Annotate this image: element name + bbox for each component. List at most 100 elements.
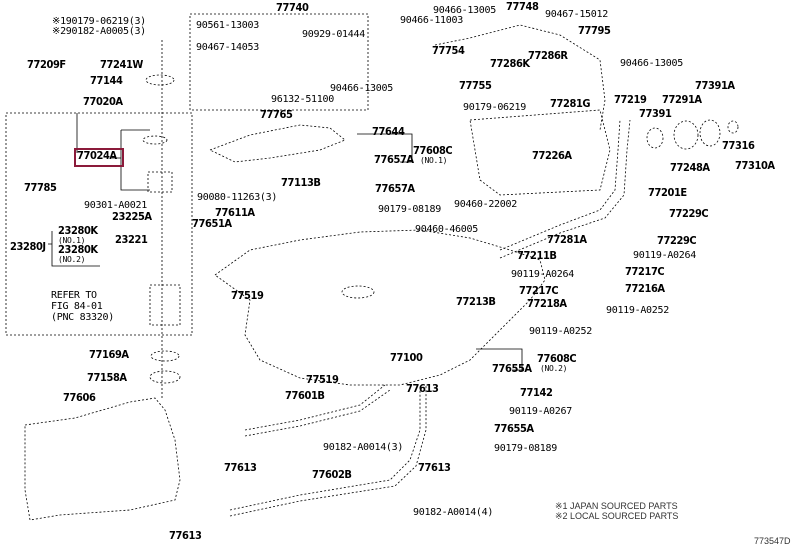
- part-label[interactable]: 77229C: [657, 234, 697, 247]
- part-label[interactable]: 77281A: [547, 233, 587, 246]
- part-label[interactable]: 77613: [169, 529, 202, 542]
- sourcing-note: ※2 LOCAL SOURCED PARTS: [555, 511, 679, 521]
- part-label[interactable]: 77608C: [537, 352, 577, 365]
- part-label[interactable]: 77613: [406, 382, 439, 395]
- protector-shape: [24, 397, 181, 521]
- part-label[interactable]: 90466-13005: [620, 58, 683, 69]
- part-label[interactable]: 77218A: [527, 297, 567, 310]
- part-label[interactable]: 90119-A0264: [511, 269, 574, 280]
- part-label[interactable]: 90179-08189: [494, 443, 557, 454]
- part-label[interactable]: 77286R: [528, 49, 568, 62]
- part-label[interactable]: 77391: [639, 107, 672, 120]
- part-label[interactable]: 96132-51100: [271, 94, 334, 105]
- part-label[interactable]: 77169A: [89, 348, 129, 361]
- refer-note[interactable]: FIG 84-01: [51, 301, 103, 312]
- part-label[interactable]: 90179-06219: [463, 102, 526, 113]
- part-label[interactable]: 77754: [432, 44, 465, 57]
- part-label[interactable]: 77201E: [648, 186, 687, 199]
- part-label[interactable]: 77601B: [285, 389, 325, 402]
- part-label[interactable]: 77613: [224, 461, 257, 474]
- part-label[interactable]: ※290182-A0005(3): [52, 26, 146, 37]
- part-label[interactable]: 23280J: [10, 240, 46, 253]
- part-label[interactable]: 90179-08189: [378, 204, 441, 215]
- part-label[interactable]: 90466-13005: [433, 5, 496, 16]
- part-label[interactable]: 77229C: [669, 207, 709, 220]
- part-label[interactable]: 77020A: [83, 95, 123, 108]
- part-label[interactable]: 77740: [276, 1, 309, 14]
- part-label[interactable]: 77651A: [192, 217, 232, 230]
- part-label[interactable]: 90460-46005: [415, 224, 478, 235]
- part-label[interactable]: 77613: [418, 461, 451, 474]
- part-label[interactable]: 77519: [231, 289, 264, 302]
- part-label[interactable]: 77608C: [413, 144, 453, 157]
- part-label[interactable]: 90466-11003: [400, 15, 463, 26]
- part-note: (NO.2): [540, 364, 568, 373]
- part-note: (NO.2): [58, 255, 86, 264]
- part-label[interactable]: 77391A: [695, 79, 735, 92]
- part-label[interactable]: 77281G: [550, 97, 591, 110]
- part-label[interactable]: 90460-22002: [454, 199, 517, 210]
- canister-frame: [189, 13, 369, 111]
- part-label[interactable]: 77211B: [517, 249, 557, 262]
- part-label-highlighted[interactable]: 77024A: [77, 149, 117, 162]
- part-label[interactable]: 77158A: [87, 371, 127, 384]
- part-label[interactable]: 23225A: [112, 210, 152, 223]
- figure-code: 773547D: [754, 536, 791, 546]
- part-label[interactable]: 77216A: [625, 282, 665, 295]
- part-label[interactable]: 77655A: [494, 422, 534, 435]
- part-label[interactable]: 77519: [306, 373, 339, 386]
- part-label[interactable]: 90182-A0014(3): [323, 442, 404, 453]
- part-label[interactable]: 23221: [115, 233, 148, 246]
- part-label[interactable]: 90301-A0021: [84, 200, 147, 211]
- part-note: (NO.1): [420, 156, 448, 165]
- part-label[interactable]: 90119-A0267: [509, 406, 572, 417]
- tank-band-2: [229, 385, 421, 511]
- part-label[interactable]: 77644: [372, 125, 405, 138]
- part-label[interactable]: 77748: [506, 0, 539, 13]
- part-label[interactable]: 90467-15012: [545, 9, 608, 20]
- part-label[interactable]: 77100: [390, 351, 423, 364]
- part-label[interactable]: 77286K: [490, 57, 530, 70]
- part-label[interactable]: 23280K: [58, 243, 98, 256]
- part-label[interactable]: 90467-14053: [196, 42, 259, 53]
- part-label[interactable]: 77248A: [670, 161, 710, 174]
- part-label[interactable]: 90929-01444: [302, 29, 365, 40]
- part-label[interactable]: 77310A: [735, 159, 775, 172]
- part-label[interactable]: 77241W: [100, 58, 143, 71]
- part-label[interactable]: 77657A: [375, 182, 415, 195]
- part-label[interactable]: 77217C: [625, 265, 665, 278]
- part-label[interactable]: 77291A: [662, 93, 702, 106]
- part-label[interactable]: 90182-A0014(4): [413, 507, 494, 518]
- part-label[interactable]: 90080-11263(3): [197, 192, 278, 203]
- part-label[interactable]: 77602B: [312, 468, 352, 481]
- part-label[interactable]: 77142: [520, 386, 553, 399]
- part-label[interactable]: 77209F: [27, 58, 66, 71]
- part-label[interactable]: 77785: [24, 181, 57, 194]
- part-label[interactable]: ※190179-06219(3): [52, 16, 146, 27]
- part-label[interactable]: 90466-13005: [330, 83, 393, 94]
- part-label[interactable]: 90119-A0264: [633, 250, 696, 261]
- part-label[interactable]: 77611A: [215, 206, 255, 219]
- part-label[interactable]: 77655A: [492, 362, 532, 375]
- part-label[interactable]: 77219: [614, 93, 647, 106]
- part-label[interactable]: 77795: [578, 24, 611, 37]
- part-label[interactable]: 90119-A0252: [529, 326, 592, 337]
- part-label[interactable]: 77226A: [532, 149, 572, 162]
- part-label[interactable]: 23280K: [58, 224, 98, 237]
- part-label[interactable]: 77765: [260, 108, 293, 121]
- part-label[interactable]: 77144: [90, 74, 123, 87]
- part-label[interactable]: 77113B: [281, 176, 321, 189]
- part-label[interactable]: 77657A: [374, 153, 414, 166]
- part-label[interactable]: 90119-A0252: [606, 305, 669, 316]
- sourcing-note: ※1 JAPAN SOURCED PARTS: [555, 501, 678, 511]
- pump-assembly-frame: [5, 112, 193, 336]
- tank-opening: [341, 285, 375, 299]
- highlight-frame: [74, 148, 124, 167]
- part-label[interactable]: 77755: [459, 79, 492, 92]
- part-label[interactable]: 77217C: [519, 284, 559, 297]
- part-label[interactable]: 77316: [722, 139, 755, 152]
- part-label[interactable]: 90561-13003: [196, 20, 259, 31]
- part-label[interactable]: 77213B: [456, 295, 496, 308]
- part-note: (NO.1): [58, 236, 86, 245]
- part-label[interactable]: 77606: [63, 391, 96, 404]
